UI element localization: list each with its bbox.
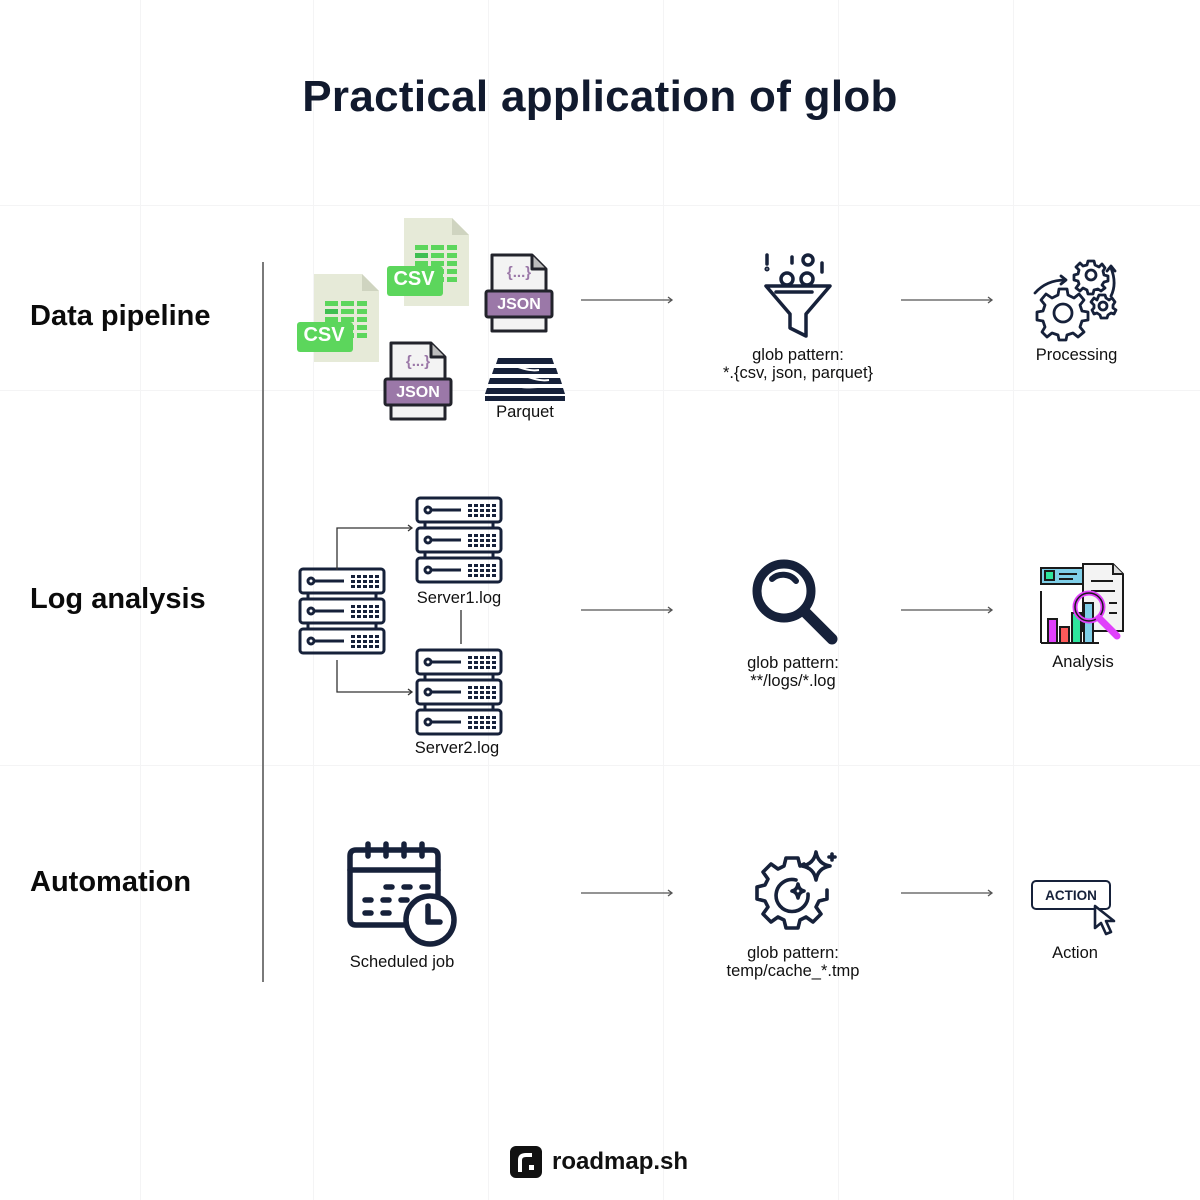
gears-icon <box>1033 259 1118 342</box>
server-link-line <box>460 610 462 644</box>
glob-pattern: temp/cache_*.tmp <box>726 962 860 980</box>
arrow-icon <box>901 296 994 304</box>
grid-line <box>1013 0 1014 1200</box>
filter-caption-line1: glob pattern: <box>747 654 839 672</box>
grid-line <box>488 0 489 1200</box>
page-title: Practical application of glob <box>302 72 898 121</box>
analysis-icon <box>1040 563 1124 644</box>
gear-sparkle-icon <box>755 850 837 930</box>
row-label-log-analysis: Log analysis <box>30 583 206 615</box>
json-badge-label: JSON <box>497 296 541 313</box>
csv-badge-label: CSV <box>393 268 435 290</box>
server-icon <box>415 648 503 736</box>
server2-label: Server2.log <box>414 739 500 757</box>
filter-caption: glob pattern: temp/cache_*.tmp <box>693 944 893 980</box>
csv-file-icon <box>387 218 469 306</box>
grid-line <box>838 0 839 1200</box>
server-icon <box>298 567 386 655</box>
parquet-icon <box>485 358 565 401</box>
arrow-icon <box>581 296 674 304</box>
server1-label: Server1.log <box>416 589 502 607</box>
arrow-icon <box>901 889 994 897</box>
footer-brand: roadmap.sh <box>510 1146 688 1178</box>
grid-line <box>0 390 1200 391</box>
cursor-icon <box>1093 904 1116 936</box>
json-file-icon <box>383 341 453 421</box>
funnel-icon <box>764 253 832 338</box>
row-label-data-pipeline: Data pipeline <box>30 300 211 332</box>
glob-pattern: *.{csv, json, parquet} <box>722 364 874 382</box>
grid-line <box>663 0 664 1200</box>
scheduled-job-label: Scheduled job <box>349 953 455 971</box>
result-caption: Action <box>1052 944 1098 962</box>
filter-caption: glob pattern: *.{csv, json, parquet} <box>693 346 903 382</box>
filter-caption-line1: glob pattern: <box>747 944 839 962</box>
row-label-automation: Automation <box>30 866 192 898</box>
result-caption: Analysis <box>1052 653 1114 671</box>
grid-line <box>140 0 141 1200</box>
calendar-clock-icon <box>347 841 457 947</box>
parquet-label: Parquet <box>496 403 554 421</box>
arrow-icon <box>901 606 994 614</box>
csv-file-icon <box>297 274 379 362</box>
result-caption: Processing <box>1035 346 1118 364</box>
roadmap-logo-icon <box>510 1146 542 1178</box>
json-badge-label: JSON <box>396 384 440 401</box>
json-file-icon <box>484 253 554 333</box>
brand-name: roadmap.sh <box>552 1148 689 1175</box>
magnifier-icon <box>752 559 838 645</box>
grid-line <box>0 765 1200 766</box>
filter-caption: glob pattern: **/logs/*.log <box>703 654 883 690</box>
action-button-icon: ACTION <box>1031 880 1111 910</box>
arrow-icon <box>581 889 674 897</box>
divider-line <box>262 262 264 982</box>
glob-pattern: **/logs/*.log <box>750 672 836 690</box>
json-braces-label: {...} <box>506 264 532 281</box>
filter-caption-line1: glob pattern: <box>752 346 844 364</box>
server-icon <box>415 496 503 584</box>
csv-badge-label: CSV <box>303 324 345 346</box>
server-connectors <box>336 524 414 696</box>
arrow-icon <box>581 606 674 614</box>
json-braces-label: {...} <box>405 353 431 370</box>
grid-line <box>0 205 1200 206</box>
